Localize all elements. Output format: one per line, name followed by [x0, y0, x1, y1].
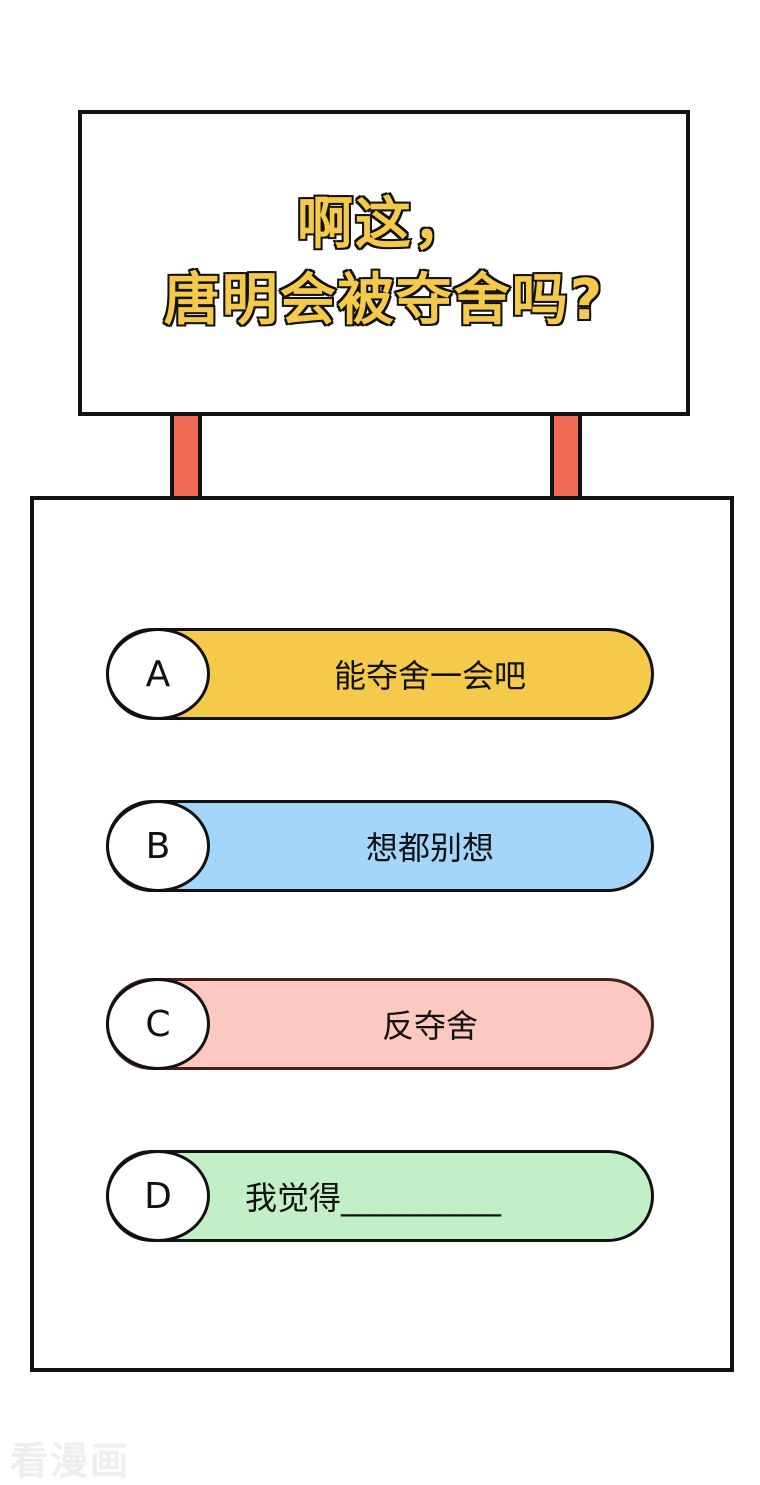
sign-post-right — [550, 416, 582, 498]
option-d-text: 我觉得__________ — [245, 1179, 502, 1217]
option-a-letter: A — [106, 628, 210, 720]
question-title-line-1: 啊这， — [296, 191, 471, 259]
option-c-text: 反夺舍 — [381, 1007, 478, 1045]
option-d-letter: D — [106, 1150, 210, 1242]
option-b[interactable]: B 想都别想 — [106, 800, 654, 892]
option-a-text: 能夺舍一会吧 — [333, 657, 526, 695]
question-title-line-2: 唐明会被夺舍吗? — [162, 267, 605, 335]
option-b-letter: B — [106, 800, 210, 892]
watermark-logo: 看漫画 — [10, 1439, 131, 1483]
sign-post-left — [170, 416, 202, 498]
option-c[interactable]: C 反夺舍 — [106, 978, 654, 1070]
option-c-letter: C — [106, 978, 210, 1070]
option-d[interactable]: D 我觉得__________ — [106, 1150, 654, 1242]
question-sign: 啊这， 唐明会被夺舍吗? — [78, 110, 690, 416]
option-b-text: 想都别想 — [365, 829, 494, 867]
option-a[interactable]: A 能夺舍一会吧 — [106, 628, 654, 720]
